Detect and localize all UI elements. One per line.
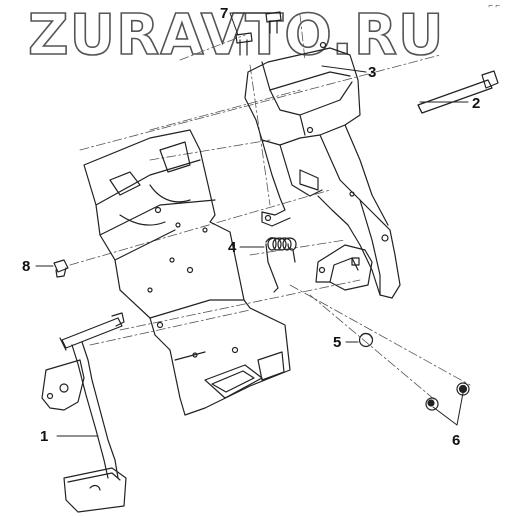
bushing: [358, 332, 374, 348]
callout-1: 1: [40, 428, 48, 445]
corner-mark: ⌐ ⌐: [488, 1, 500, 10]
callout-3: 3: [368, 64, 376, 81]
nuts: [425, 382, 470, 411]
assembly-lines: [69, 14, 471, 401]
bolts: [235, 11, 282, 56]
callout-8: 8: [22, 258, 30, 275]
callout-5: 5: [333, 334, 341, 351]
callout-labels: 1 2 3 4 5 6 7 8: [22, 5, 480, 449]
callout-7: 7: [220, 5, 228, 22]
leader-lines: [35, 12, 469, 437]
pedal-bracket: [244, 41, 401, 299]
clip-nut: [53, 259, 69, 278]
pedal-assembly: [41, 312, 127, 513]
callout-6: 6: [452, 432, 460, 449]
pivot-shaft: [417, 70, 499, 114]
return-spring: [265, 237, 297, 293]
callout-2: 2: [472, 95, 480, 112]
firewall-panel: [83, 129, 291, 416]
callout-4: 4: [228, 239, 237, 256]
